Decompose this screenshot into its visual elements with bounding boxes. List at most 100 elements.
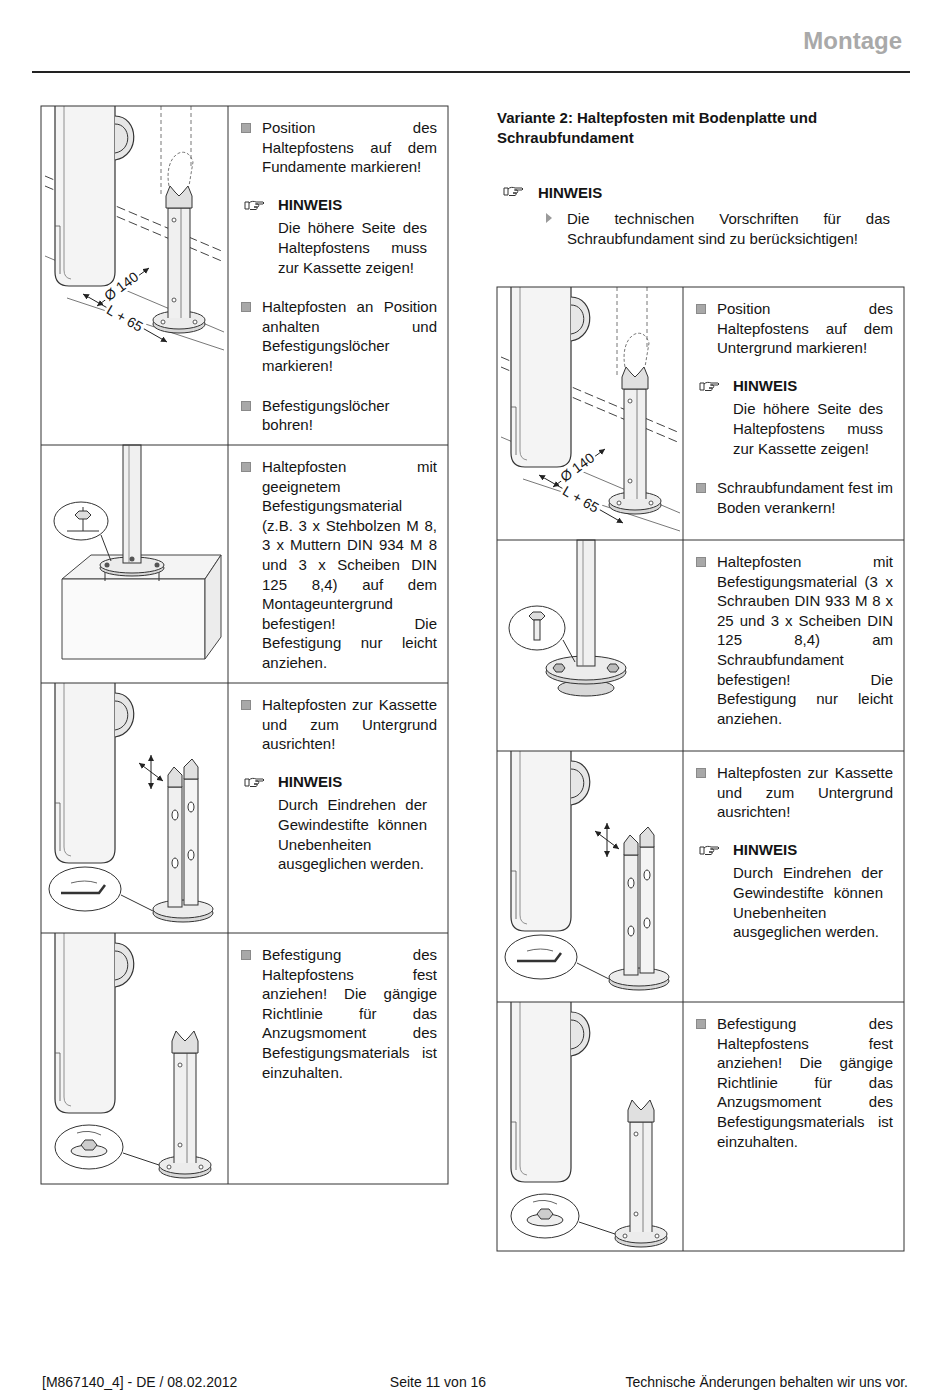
header-rule: [32, 71, 910, 73]
bullet-square: [241, 462, 251, 472]
footer-text: Technische Änderungen behalten wir uns v…: [625, 1374, 908, 1390]
bullet-square: [241, 401, 251, 411]
instruction-cell: Haltepfosten zur Kassette und zum Unterg…: [683, 751, 904, 1002]
instruction-item: Haltepfosten zur Kassette und zum Unterg…: [696, 763, 893, 822]
hint-text: Die technischen Vorschriften für das Sch…: [567, 209, 890, 248]
table-rule: [41, 445, 448, 446]
table-border: [497, 287, 904, 1251]
hint-icon: [504, 187, 523, 195]
table-rule: [41, 933, 448, 934]
bullet-square: [241, 700, 251, 710]
hint-heading: HINWEIS: [696, 840, 893, 860]
hint-label: HINWEIS: [278, 195, 437, 215]
footer-text-box: [M867140_4] - DE / 08.02.2012: [42, 1372, 237, 1392]
table-rule: [497, 540, 904, 541]
hint-heading: HINWEIS: [241, 772, 437, 792]
instruction-cell: Haltepfosten mit geeignetem Befestigungs…: [228, 445, 448, 683]
illustration: [509, 540, 626, 696]
instruction-text: Die höhere Seite des Haltepfostens muss …: [733, 399, 883, 458]
instruction-item: Haltepfosten mit Befestigungsmaterial (3…: [696, 552, 893, 728]
hint-heading: HINWEIS: [241, 195, 437, 215]
bullet-square: [696, 304, 706, 314]
instruction-text: Die höhere Seite des Haltepfostens muss …: [278, 218, 427, 277]
instruction-text: Haltepfosten mit Befestigungsmaterial (3…: [717, 552, 893, 728]
hint-heading: HINWEIS: [696, 376, 893, 396]
instruction-item: Schraubfundament fest im Boden verankern…: [696, 478, 893, 517]
hint-item: Die höhere Seite des Haltepfostens muss …: [241, 218, 437, 277]
instruction-cell: Position des Haltepfostens auf dem Unter…: [683, 287, 904, 540]
instruction-cell: Haltepfosten mit Befestigungsmaterial (3…: [683, 540, 904, 751]
instruction-text: Befestigung des Haltepfostens fest anzie…: [717, 1014, 893, 1151]
hint-text-box: Die technischen Vorschriften für das Sch…: [567, 209, 890, 248]
instruction-text: Schraubfundament fest im Boden verankern…: [717, 478, 893, 517]
hint-icon: [699, 843, 721, 857]
instruction-item: Position des Haltepfostens auf dem Funda…: [241, 118, 437, 177]
instruction-cell: Befestigung des Haltepfostens fest anzie…: [683, 1002, 904, 1251]
footer-text-box: Technische Änderungen behalten wir uns v…: [625, 1372, 908, 1392]
instruction-item: Haltepfosten an Position anhalten und Be…: [241, 297, 437, 375]
table-rule: [41, 683, 448, 684]
table-grid: [41, 106, 904, 1251]
hint-item: Durch Eindrehen der Gewindestifte können…: [241, 795, 437, 873]
list-marker: [546, 213, 552, 223]
hint-heading-box: HINWEIS: [538, 183, 602, 203]
footer-text-box: Seite 11 von 16: [390, 1372, 486, 1392]
instruction-item: Haltepfosten zur Kassette und zum Unterg…: [241, 695, 437, 754]
bullet-square: [696, 768, 706, 778]
hint-label: HINWEIS: [733, 840, 893, 860]
table-border: [41, 106, 448, 1184]
table-rule: [497, 751, 904, 752]
instruction-item: Befestigungslöcher bohren!: [241, 396, 437, 435]
section-heading: Variante 2: Haltepfosten mit Bodenplatte…: [497, 109, 817, 146]
footer-text: Seite 11 von 16: [390, 1374, 486, 1390]
illustration: [511, 1002, 667, 1247]
bullet-square: [241, 302, 251, 312]
table-rule: [228, 106, 229, 1184]
illustration: [54, 445, 221, 659]
page-header: Montage: [803, 27, 902, 55]
table-rule: [497, 1002, 904, 1003]
hint-icon: [244, 198, 266, 212]
instruction-text: Haltepfosten zur Kassette und zum Unterg…: [262, 695, 437, 754]
instruction-text: Haltepfosten mit geeignetem Befestigungs…: [262, 457, 437, 673]
dimension-box: L + 65: [102, 299, 149, 337]
instruction-text: Haltepfosten zur Kassette und zum Unterg…: [717, 763, 893, 822]
instruction-text: Position des Haltepfostens auf dem Funda…: [262, 118, 437, 177]
hint-icon: [699, 379, 721, 393]
bullet-square: [696, 557, 706, 567]
illustration: [55, 933, 211, 1178]
instruction-text: Befestigungslöcher bohren!: [262, 396, 437, 435]
instruction-text: Haltepfosten an Position anhalten und Be…: [262, 297, 437, 375]
hint-heading: HINWEIS: [538, 184, 602, 201]
hint-label: HINWEIS: [278, 772, 437, 792]
instruction-cell: Befestigung des Haltepfostens fest anzie…: [228, 933, 448, 1184]
illustration: [501, 287, 680, 531]
instruction-cell: Position des Haltepfostens auf dem Funda…: [228, 106, 448, 445]
illustration: [45, 106, 224, 350]
hint-label: HINWEIS: [733, 376, 893, 396]
instruction-item: Haltepfosten mit geeignetem Befestigungs…: [241, 457, 437, 673]
table-rule: [683, 287, 684, 1251]
bullet-square: [241, 123, 251, 133]
instruction-text: Durch Eindrehen der Gewindestifte können…: [733, 863, 883, 941]
dimension-box: L + 65: [558, 480, 605, 518]
instruction-item: Position des Haltepfostens auf dem Unter…: [696, 299, 893, 358]
illustration: [49, 683, 213, 922]
bullet-square: [696, 483, 706, 493]
bullet-square: [696, 1019, 706, 1029]
bullet-square: [241, 950, 251, 960]
instruction-cell: Haltepfosten zur Kassette und zum Unterg…: [228, 683, 448, 933]
hint-item: Durch Eindrehen der Gewindestifte können…: [696, 863, 893, 941]
instruction-item: Befestigung des Haltepfostens fest anzie…: [241, 945, 437, 1082]
dimension: L + 65: [102, 301, 147, 336]
footer-text: [M867140_4] - DE / 08.02.2012: [42, 1374, 237, 1390]
dimension: L + 65: [558, 482, 603, 517]
section-heading-box: Variante 2: Haltepfosten mit Bodenplatte…: [497, 108, 877, 147]
instruction-text: Position des Haltepfostens auf dem Unter…: [717, 299, 893, 358]
instruction-text: Befestigung des Haltepfostens fest anzie…: [262, 945, 437, 1082]
hint-icon: [244, 775, 266, 789]
instruction-item: Befestigung des Haltepfostens fest anzie…: [696, 1014, 893, 1151]
instruction-text: Durch Eindrehen der Gewindestifte können…: [278, 795, 427, 873]
illustration: [505, 751, 669, 990]
